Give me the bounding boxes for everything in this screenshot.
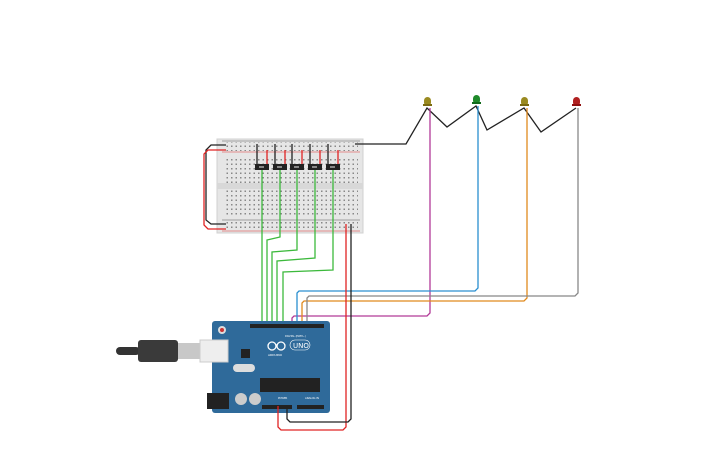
wire-red-rail-loop[interactable] (203, 149, 226, 230)
slide-switch-4[interactable] (308, 144, 322, 170)
wire-black-rail-loop[interactable] (205, 144, 226, 225)
model-label: UNO (293, 342, 309, 350)
brand-label: ARDUINO (268, 353, 283, 357)
slide-switch-1[interactable] (255, 144, 269, 170)
slide-switches (255, 144, 340, 170)
wire-black-led-ground[interactable] (355, 105, 577, 145)
wire-red-5v[interactable] (277, 224, 347, 431)
led-3[interactable] (520, 97, 529, 106)
signal-wires[interactable] (261, 170, 334, 325)
wire-black-gnd[interactable] (286, 224, 352, 423)
power-label: POWER (278, 396, 288, 400)
slide-switch-2[interactable] (273, 144, 287, 170)
breadboard[interactable] (216, 138, 364, 234)
led-1[interactable] (423, 97, 432, 106)
analog-label: ANALOG IN (305, 396, 319, 400)
led-4[interactable] (572, 97, 581, 106)
slide-switch-3[interactable] (290, 144, 304, 170)
digital-label: DIGITAL (PWM~) (285, 334, 306, 338)
slide-switch-5[interactable] (326, 144, 340, 170)
led-2[interactable] (472, 95, 481, 104)
wire-blue[interactable] (296, 106, 479, 325)
wire-magenta[interactable] (291, 108, 431, 325)
wire-gray[interactable] (306, 108, 579, 325)
wire-orange[interactable] (301, 108, 528, 325)
arduino-uno[interactable]: ARDUINO UNO DIGITAL (PWM~) POWER ANALOG … (199, 321, 330, 413)
